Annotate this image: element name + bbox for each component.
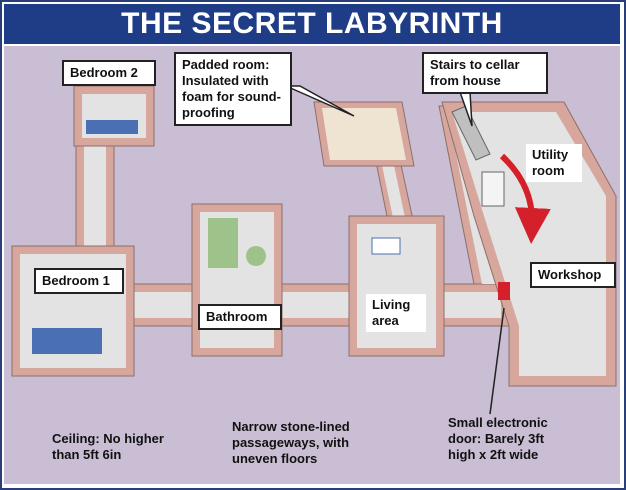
small-door xyxy=(498,282,510,300)
label-living-area: Living area xyxy=(366,294,426,332)
bedroom2-room xyxy=(73,85,155,147)
table-icon xyxy=(371,237,401,255)
route-arrow xyxy=(499,153,551,244)
callout-pointers xyxy=(285,85,505,415)
label-ceiling: Ceiling: No higher than 5ft 6in xyxy=(52,431,164,462)
label-workshop: Workshop xyxy=(530,262,616,288)
label-padded-room: Padded room: Insulated with foam for sou… xyxy=(174,52,292,126)
bed-icon xyxy=(32,328,102,354)
appliance-icon xyxy=(481,171,505,207)
floor-plan-scene: Bedroom 2 Padded room: Insulated with fo… xyxy=(4,46,620,484)
toilet-icon xyxy=(246,246,266,266)
label-bedroom-2: Bedroom 2 xyxy=(62,60,156,86)
label-small-door: Small electronic door: Barely 3ft high x… xyxy=(448,415,548,462)
bathroom-room xyxy=(191,203,283,357)
stairs-icon xyxy=(451,105,491,161)
label-utility-room: Utility room xyxy=(526,144,582,182)
label-stairs: Stairs to cellar from house xyxy=(422,52,548,94)
padded-room xyxy=(313,101,415,167)
label-bedroom-1: Bedroom 1 xyxy=(34,268,124,294)
label-passageways: Narrow stone-lined passageways, with une… xyxy=(232,419,350,466)
living-area-room xyxy=(348,215,445,357)
title-banner: THE SECRET LABYRINTH xyxy=(4,4,620,44)
label-bathroom: Bathroom xyxy=(198,304,282,330)
bed-icon xyxy=(86,120,138,134)
page-title: THE SECRET LABYRINTH xyxy=(121,7,503,40)
bedroom1-room xyxy=(11,245,135,377)
shower-icon xyxy=(208,218,238,268)
